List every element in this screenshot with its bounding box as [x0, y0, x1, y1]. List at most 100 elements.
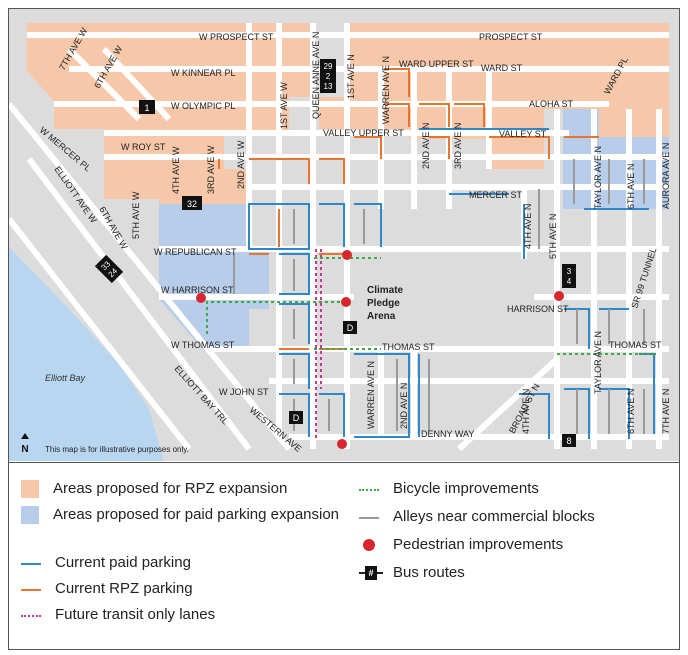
- rpz-area-swatch: [21, 480, 39, 498]
- label-w-prospect-st: W PROSPECT ST: [199, 32, 274, 42]
- label-4th-ave-n-south: 4TH AVE N: [521, 389, 531, 434]
- bus-route-swatch: #: [359, 566, 383, 580]
- label-denny-way: DENNY WAY: [421, 429, 474, 439]
- ped-dot-denny: [337, 439, 347, 449]
- legend-label-transit-lanes: Future transit only lanes: [55, 606, 216, 623]
- label-w-harrison-st: W HARRISON ST: [161, 285, 234, 295]
- bus-8: 8: [566, 436, 571, 446]
- legend-label-paid-area: Areas proposed for paid parking expansio…: [53, 506, 340, 523]
- label-1st-ave-n: 1ST AVE N: [346, 54, 356, 99]
- label-thomas-st-east: THOMAS ST: [609, 340, 662, 350]
- legend-item-paid-area: Areas proposed for paid parking expansio…: [21, 505, 341, 525]
- paid-area-swatch: [21, 506, 39, 524]
- bus-29: 29: [324, 62, 333, 71]
- label-warren-ave-n-north: WARREN AVE N: [381, 56, 391, 124]
- rpz-parking-swatch: [21, 589, 41, 591]
- label-valley-st: VALLEY ST: [499, 129, 547, 139]
- label-queen-anne-ave-n: QUEEN ANNE AVE N: [311, 32, 321, 119]
- paid-parking-swatch: [21, 563, 41, 565]
- map-canvas: 1 32 29 2 13 33 24 D D 3 4 8 W PROSPECT …: [6, 9, 679, 461]
- label-4th-ave-n-north: 4TH AVE N: [523, 204, 533, 249]
- legend-item-rpz-parking: Current RPZ parking: [21, 579, 351, 599]
- paid-area-west: [159, 204, 269, 351]
- label-w-thomas-st: W THOMAS ST: [171, 340, 235, 350]
- label-5th-ave-n: 5TH AVE N: [548, 214, 558, 259]
- map: 1 32 29 2 13 33 24 D D 3 4 8 W PROSPECT …: [6, 9, 679, 461]
- map-disclaimer: This map is for illustrative purposes on…: [45, 445, 189, 454]
- label-arena: Arena: [367, 311, 396, 322]
- bus-d-south: D: [293, 413, 300, 423]
- legend-label-bicycle: Bicycle improvements: [393, 480, 539, 497]
- label-1st-ave-w: 1ST AVE W: [279, 82, 289, 129]
- legend-item-bicycle: Bicycle improvements: [359, 479, 669, 499]
- bike-lines: [206, 257, 659, 355]
- ped-dot-harrison-5th: [554, 291, 564, 301]
- label-2nd-ave-w: 2ND AVE W: [236, 140, 246, 189]
- legend-item-transit-lanes: Future transit only lanes: [21, 605, 351, 625]
- ped-dot-republican: [342, 250, 352, 260]
- elliott-bay-water: [9, 247, 164, 461]
- label-mercer-st: MERCER ST: [469, 190, 523, 200]
- ped-dot-arena: [341, 297, 351, 307]
- label-3rd-ave-w: 3RD AVE W: [206, 145, 216, 194]
- legend-item-rpz-area: Areas proposed for RPZ expansion: [21, 479, 351, 499]
- label-w-kinnear-pl: W KINNEAR PL: [171, 68, 236, 78]
- transit-lane-lines: [315, 249, 322, 439]
- pedestrian-dots: [196, 250, 564, 449]
- label-w-olympic-pl: W OLYMPIC PL: [171, 101, 235, 111]
- legend: Areas proposed for RPZ expansion Areas p…: [9, 462, 679, 651]
- bus-route-symbol: #: [365, 566, 377, 580]
- label-ward-st: WARD ST: [481, 63, 523, 73]
- label-aloha-st: ALOHA ST: [529, 99, 574, 109]
- bus-3: 3: [567, 267, 572, 276]
- pedestrian-swatch: [363, 539, 375, 551]
- legend-item-paid-parking: Current paid parking: [21, 553, 351, 573]
- bicycle-swatch: [359, 489, 379, 491]
- label-pledge: Pledge: [367, 298, 400, 309]
- bus-32: 32: [187, 199, 197, 209]
- bus-13: 13: [324, 82, 333, 91]
- label-6th-ave-n-south: 6TH AVE N: [626, 389, 636, 434]
- alleys-swatch: [359, 517, 379, 519]
- bus-d-arena: D: [347, 323, 354, 333]
- rpz-parking-lines: [218, 68, 599, 350]
- label-5th-ave-w: 5TH AVE W: [131, 191, 141, 239]
- label-taylor-ave-n-south: TAYLOR AVE N: [593, 331, 603, 394]
- label-climate-pledge-arena: Climate Pledge Arena: [367, 285, 404, 322]
- label-climate: Climate: [367, 285, 404, 296]
- legend-label-rpz-area: Areas proposed for RPZ expansion: [53, 480, 288, 497]
- label-6th-ave-n-north: 6TH AVE N: [626, 164, 636, 209]
- label-harrison-st: HARRISON ST: [507, 304, 569, 314]
- ped-dot-w-harrison: [196, 293, 206, 303]
- north-arrow: N: [21, 433, 29, 455]
- alley-lines: [233, 159, 645, 434]
- transit-lanes-swatch: [21, 615, 41, 617]
- bus-badges: 1 32 29 2 13 33 24 D D 3 4 8: [94, 59, 576, 447]
- legend-item-bus-routes: # Bus routes: [359, 563, 669, 583]
- label-7th-ave-n: 7TH AVE N: [661, 389, 671, 434]
- legend-label-alleys: Alleys near commercial blocks: [393, 508, 595, 525]
- legend-item-pedestrian: Pedestrian improvements: [359, 535, 669, 555]
- label-prospect-st: PROSPECT ST: [479, 32, 543, 42]
- rpz-area-east: [319, 23, 669, 169]
- label-aurora-ave-n: AURORA AVE N: [661, 143, 671, 209]
- label-4th-ave-w: 4TH AVE W: [171, 146, 181, 194]
- label-elliott-bay: Elliott Bay: [45, 373, 86, 383]
- label-warren-ave-n-south: WARREN AVE N: [366, 361, 376, 429]
- label-w-republican-st: W REPUBLICAN ST: [154, 247, 237, 257]
- bus-4: 4: [567, 277, 572, 286]
- label-thomas-st-center: THOMAS ST: [382, 342, 435, 352]
- legend-label-paid-parking: Current paid parking: [55, 554, 191, 571]
- label-w-roy-st: W ROY ST: [121, 142, 166, 152]
- legend-label-pedestrian: Pedestrian improvements: [393, 536, 564, 553]
- bus-2: 2: [326, 72, 331, 81]
- legend-label-bus-routes: Bus routes: [393, 564, 465, 581]
- label-taylor-ave-n-north: TAYLOR AVE N: [593, 146, 603, 209]
- north-label: N: [21, 444, 28, 455]
- bus-1: 1: [144, 103, 149, 113]
- arena-block: [354, 259, 534, 339]
- legend-item-alleys: Alleys near commercial blocks: [359, 507, 669, 527]
- label-3rd-ave-n: 3RD AVE N: [453, 123, 463, 169]
- label-2nd-ave-n-south: 2ND AVE N: [399, 383, 409, 429]
- label-ward-upper-st: WARD UPPER ST: [399, 59, 474, 69]
